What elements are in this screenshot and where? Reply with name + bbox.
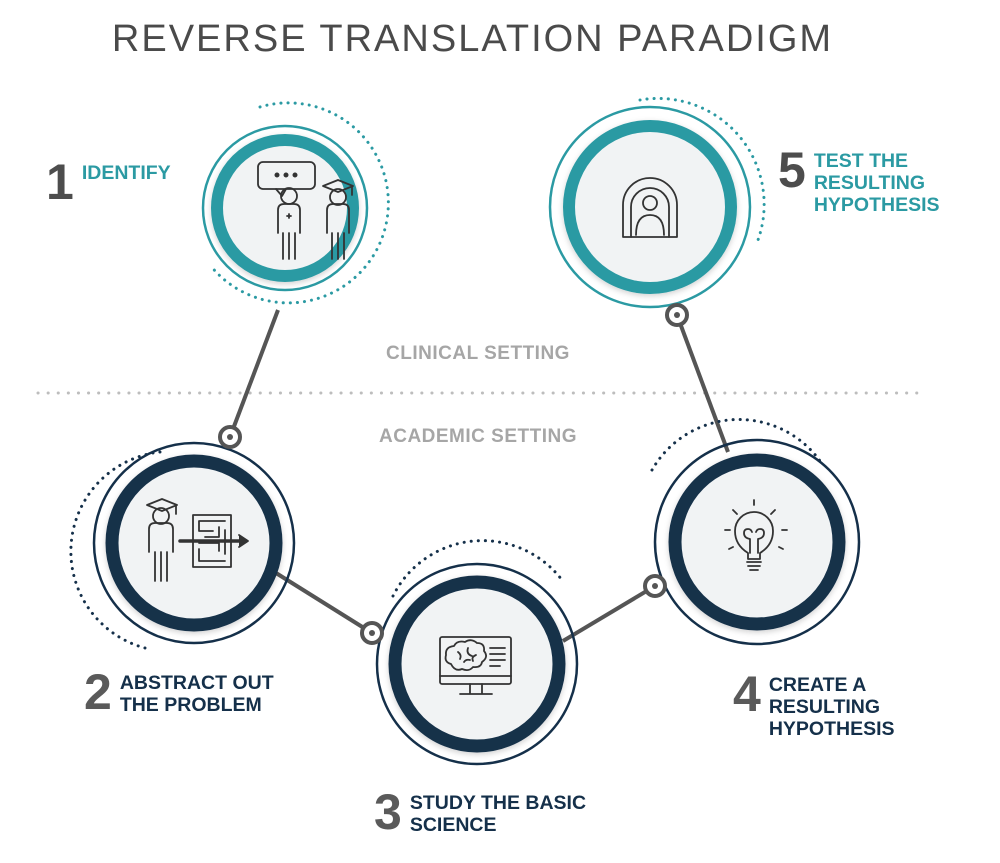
step-3-label: STUDY THE BASIC SCIENCE [409,792,587,836]
step-2-node [69,441,296,650]
connector-dots [218,303,689,645]
step-5-number: 5 [778,142,806,198]
step-1-caption: 1 IDENTIFY [46,154,202,210]
step-3-caption: 3 STUDY THE BASIC SCIENCE [374,784,590,840]
academic-setting-label: ACADEMIC SETTING [379,426,577,447]
step-1-label: IDENTIFY [81,162,171,184]
connector-lines [228,309,730,643]
step-5-label: TEST THE RESULTING HYPOTHESIS [813,150,940,216]
step-3-number: 3 [374,784,402,840]
step-5-caption: 5 TEST THE RESULTING HYPOTHESIS [778,142,964,216]
lightbulb-icon [724,499,788,571]
clinician-and-scholar-talking-icon [257,161,354,260]
step-4-label: CREATE A RESULTING HYPOTHESIS [768,674,895,740]
diagram-title: REVERSE TRANSLATION PARADIGM [111,18,834,60]
step-4-caption: 4 CREATE A RESULTING HYPOTHESIS [733,666,919,740]
scholar-with-maze-icon [146,498,249,582]
brain-on-monitor-icon [439,636,512,695]
step-4-node [650,418,861,646]
step-1-node [201,101,390,305]
step-1-number: 1 [46,154,74,210]
step-2-caption: 2 ABSTRACT OUT THE PROBLEM [84,664,300,720]
step-3-node [375,539,579,766]
step-5-node [548,96,766,309]
step-2-label: ABSTRACT OUT THE PROBLEM [119,672,274,716]
step-2-number: 2 [84,664,112,720]
step-4-number: 4 [733,666,761,722]
patient-in-scanner-icon [622,177,678,238]
clinical-setting-label: CLINICAL SETTING [386,343,570,364]
